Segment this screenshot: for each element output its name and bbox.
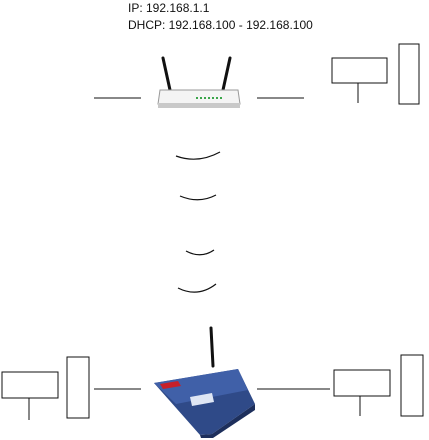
wifi-router-icon [157, 56, 241, 108]
wireless-bridge-icon [154, 326, 255, 438]
ip-label: IP: 192.168.1.1 [128, 1, 210, 15]
desktop-computer-icon [333, 354, 424, 417]
wifi-link-icon [175, 151, 221, 293]
desktop-computer-icon [331, 43, 420, 105]
dhcp-label: DHCP: 192.168.100 - 192.168.100 [128, 18, 313, 32]
desktop-computer-icon [1, 356, 90, 420]
network-info: IP: 192.168.1.1 DHCP: 192.168.100 - 192.… [128, 0, 313, 34]
